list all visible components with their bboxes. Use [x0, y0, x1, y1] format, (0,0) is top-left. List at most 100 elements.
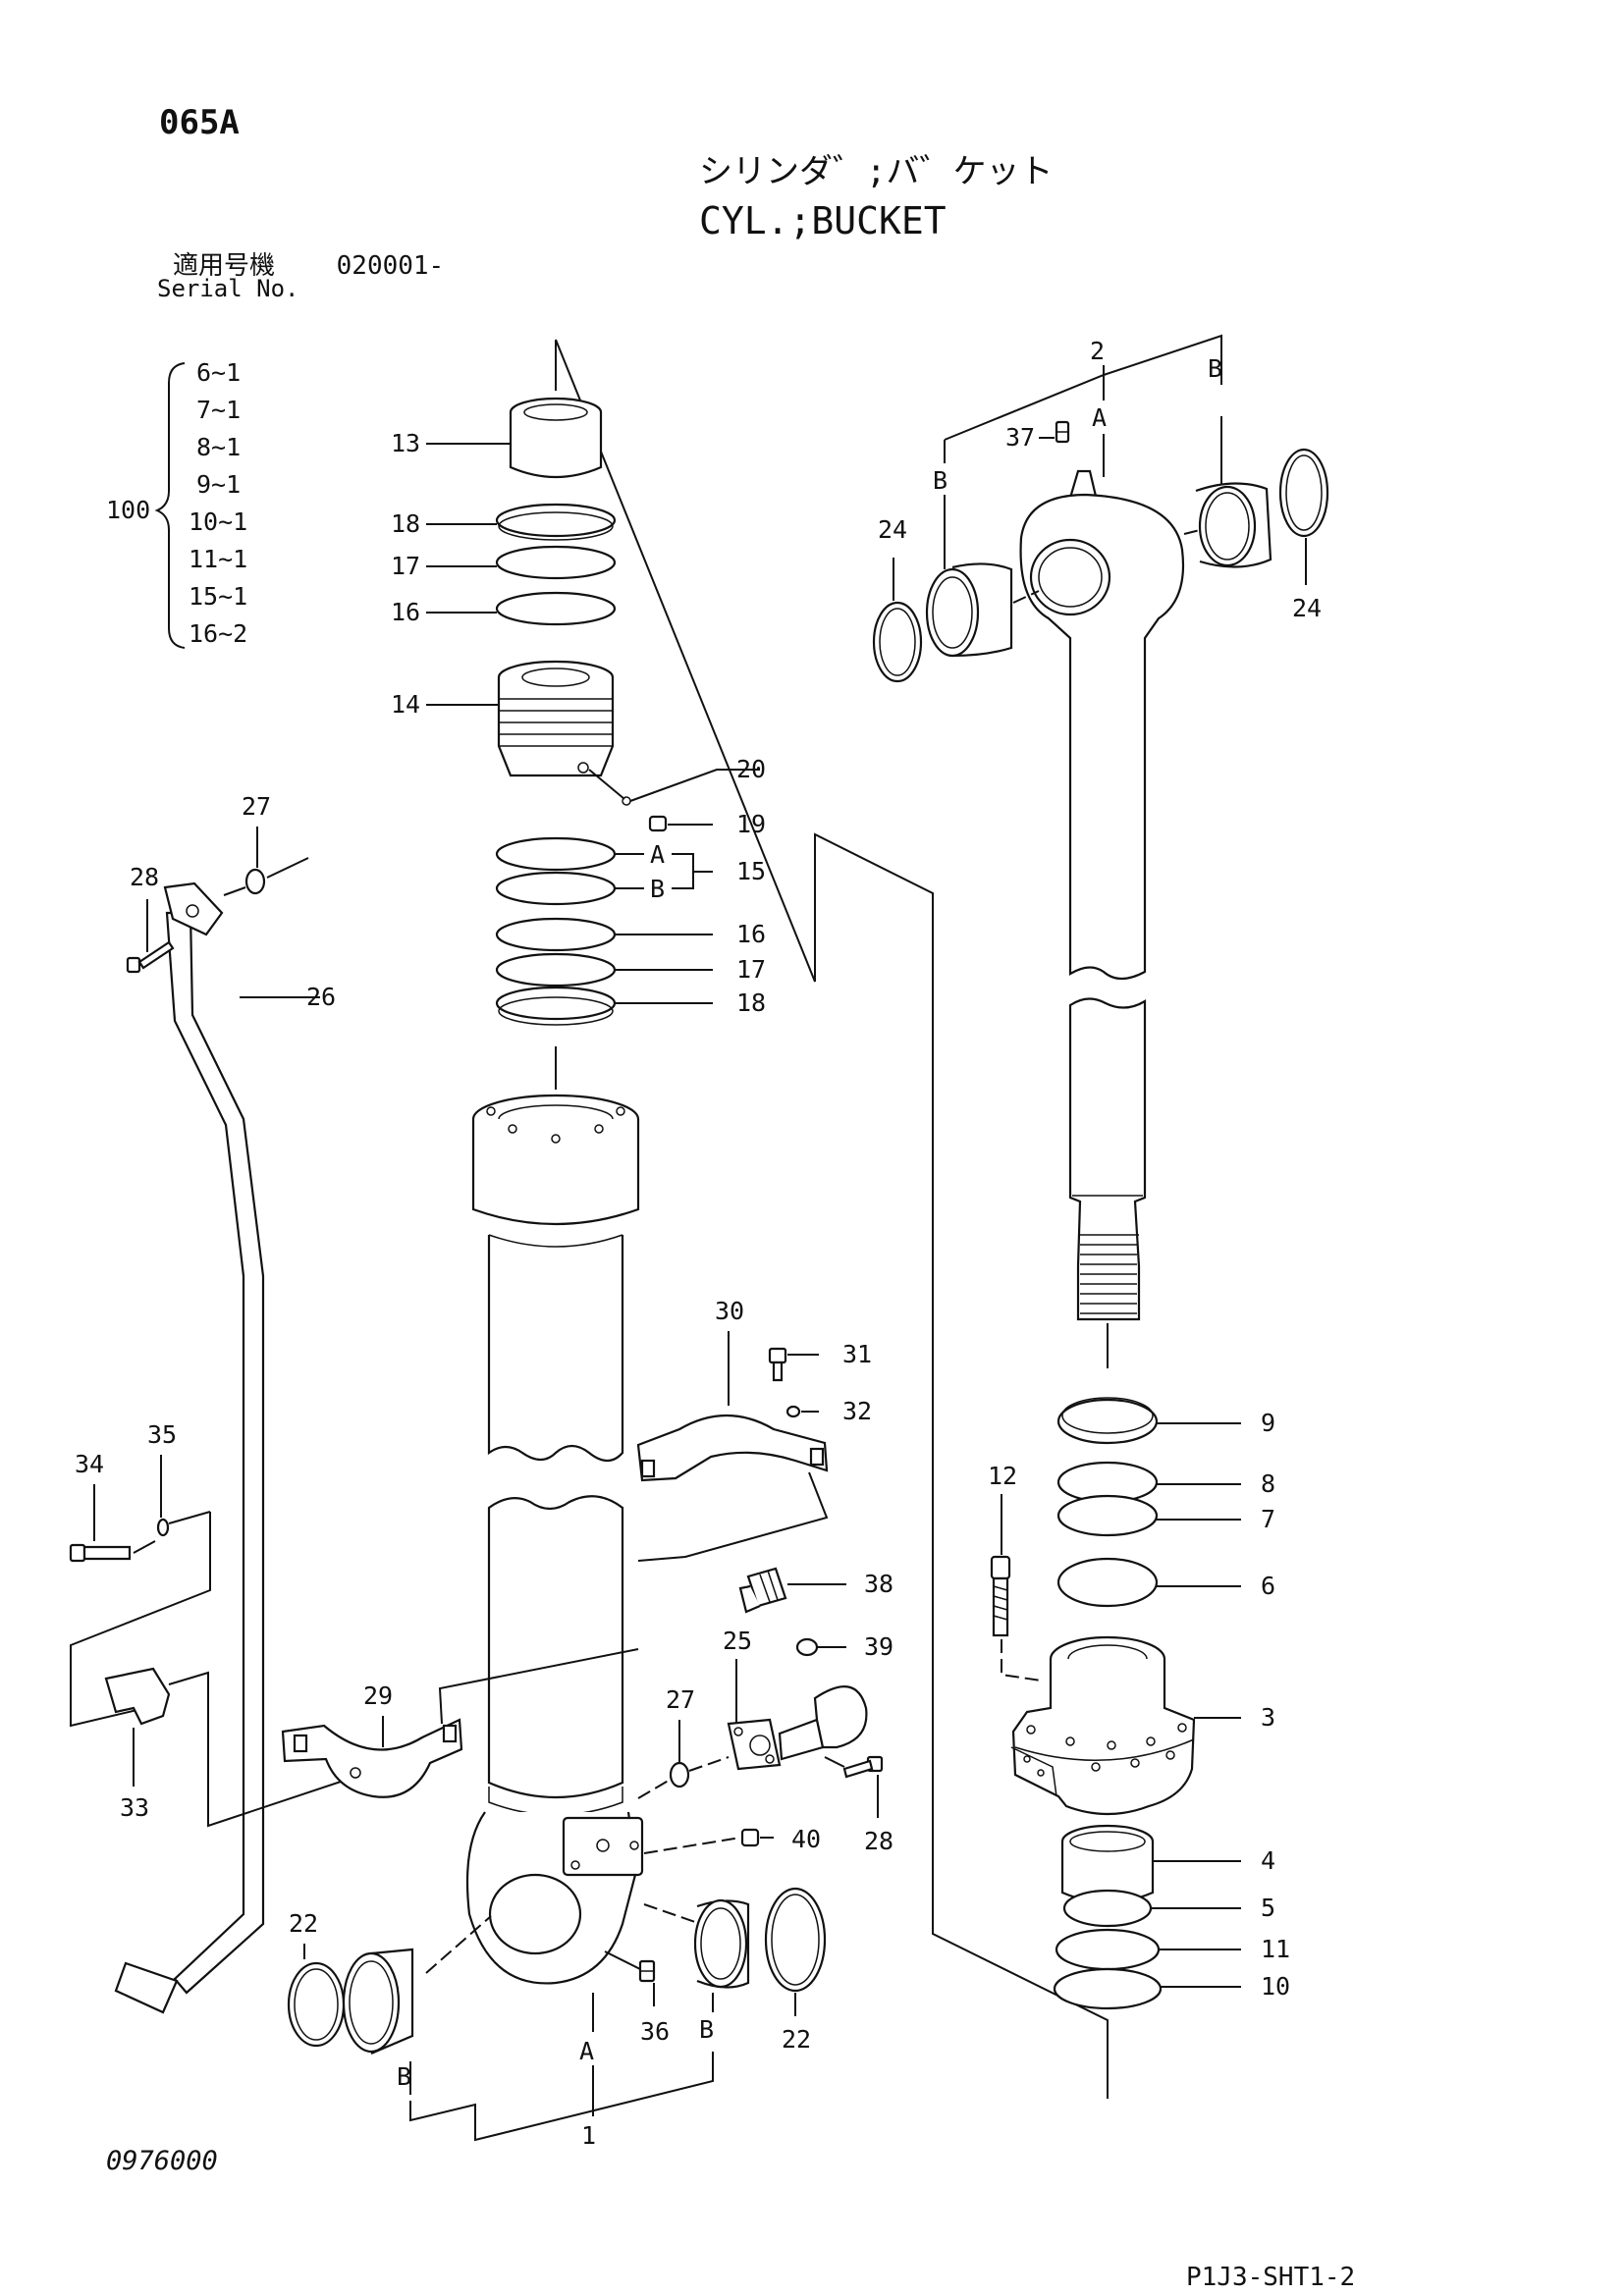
part-b-bushing-rod-left	[925, 562, 1013, 658]
callout-5: 5	[1261, 1894, 1275, 1922]
callout-15: 15	[736, 857, 766, 885]
callout-letter-a: A	[579, 2037, 594, 2065]
leader	[604, 1950, 641, 1970]
bolt-hole	[508, 1124, 517, 1134]
leader	[643, 1903, 696, 1923]
callout-13: 13	[391, 429, 420, 457]
part-35-washer	[156, 1518, 170, 1537]
part-37-grease-nipple	[1055, 420, 1070, 444]
kit-item: 9~1	[196, 470, 241, 499]
leader	[168, 1671, 362, 1828]
leader	[637, 1471, 829, 1562]
leader	[425, 1915, 492, 1974]
callout-27: 27	[666, 1685, 695, 1714]
part-25-flange-elbow	[727, 1685, 868, 1771]
bolt-hole	[594, 1124, 604, 1134]
assembly-line-center-right	[555, 339, 1109, 2099]
callout-17: 17	[391, 552, 420, 580]
callout-16: 16	[391, 598, 420, 626]
part-12-socket-bolt	[990, 1555, 1011, 1637]
leader	[637, 1756, 730, 1799]
callout-letter-b: B	[699, 2015, 714, 2044]
callout-29: 29	[363, 1682, 393, 1710]
leader	[133, 1511, 211, 1554]
title-english: CYL.;BUCKET	[699, 199, 947, 242]
callout-32: 32	[842, 1397, 872, 1425]
callout-letter-b: B	[1208, 354, 1222, 383]
part-2-rod-eye	[1019, 469, 1185, 981]
leader	[409, 1993, 714, 2095]
leader	[223, 857, 309, 896]
part-17-ring	[495, 545, 617, 580]
callout-9: 9	[1261, 1409, 1275, 1437]
callout-letter-b: B	[397, 2062, 411, 2091]
callout-34: 34	[75, 1450, 104, 1478]
serial-label-en: Serial No.	[157, 275, 299, 302]
kit-item: 11~1	[189, 545, 247, 573]
callout-10: 10	[1261, 1972, 1290, 2001]
callout-28: 28	[864, 1827, 893, 1855]
leader	[615, 853, 713, 889]
part-22-seal-right	[764, 1887, 827, 1993]
part-16-ring	[495, 591, 617, 626]
callout-17: 17	[736, 955, 766, 984]
part-36-grease-fitting	[638, 1959, 656, 1983]
callout-11: 11	[1261, 1935, 1290, 1963]
serial-value: 020001-	[336, 251, 445, 281]
callout-18: 18	[736, 988, 766, 1017]
part-3-rod-cover	[1010, 1635, 1196, 1816]
callout-36: 36	[640, 2017, 670, 2046]
page-code: 065A	[159, 103, 240, 142]
kit-100-group: 100 6~1 7~1 8~1 9~1 10~1 11~1 15~1 16~2	[106, 358, 247, 649]
kit-item: 16~2	[189, 619, 247, 648]
callout-28: 28	[130, 863, 159, 891]
callout-40: 40	[791, 1825, 821, 1853]
callout-3: 3	[1261, 1703, 1275, 1732]
callout-38: 38	[864, 1570, 893, 1598]
bolt-hole	[616, 1106, 625, 1116]
part-14-piston	[497, 660, 615, 777]
callout-letter-a: A	[650, 840, 665, 869]
callout-1: 1	[581, 2121, 596, 2150]
part-9-ring	[1056, 1397, 1159, 1445]
part-22-seal-left	[287, 1961, 346, 2048]
sheet-code: P1J3-SHT1-2	[1186, 2263, 1356, 2292]
part-24-seal-rod-right	[1278, 448, 1329, 538]
callout-22: 22	[289, 1909, 318, 1938]
part-13-bushing	[509, 397, 603, 479]
part-1-cylinder-tube	[465, 1094, 644, 1985]
callout-16: 16	[736, 920, 766, 948]
kit-number: 100	[106, 496, 150, 524]
part-11-ring	[1055, 1928, 1161, 1971]
leader	[629, 769, 760, 802]
leader	[588, 769, 625, 800]
callout-37: 37	[1005, 423, 1035, 452]
part-27-oring-upper	[244, 868, 266, 895]
callout-2: 2	[1090, 337, 1105, 365]
rod-lower-section	[1068, 997, 1147, 1321]
callout-25: 25	[723, 1627, 752, 1655]
leader	[1001, 1639, 1042, 1682]
callout-4: 4	[1261, 1846, 1275, 1875]
leader	[944, 334, 1222, 569]
part-30-clamp	[636, 1415, 829, 1482]
part-15b-ring	[495, 871, 617, 906]
leader	[824, 1756, 845, 1768]
part-19-screw	[648, 815, 668, 832]
leader	[409, 2052, 714, 2142]
leader	[1012, 590, 1040, 604]
bolt-hole	[551, 1134, 561, 1144]
part-16-ring-lower	[495, 917, 617, 952]
kit-item: 8~1	[196, 433, 241, 461]
leader	[643, 1837, 741, 1854]
part-17-ring-lower	[495, 952, 617, 988]
part-10-ring	[1053, 1967, 1163, 2010]
callout-31: 31	[842, 1340, 872, 1368]
part-32-washer	[785, 1405, 801, 1418]
callout-6: 6	[1261, 1572, 1275, 1600]
part-39-oring	[795, 1637, 819, 1657]
leader	[1183, 529, 1201, 535]
callout-24: 24	[1292, 594, 1322, 622]
callout-33: 33	[120, 1793, 149, 1822]
